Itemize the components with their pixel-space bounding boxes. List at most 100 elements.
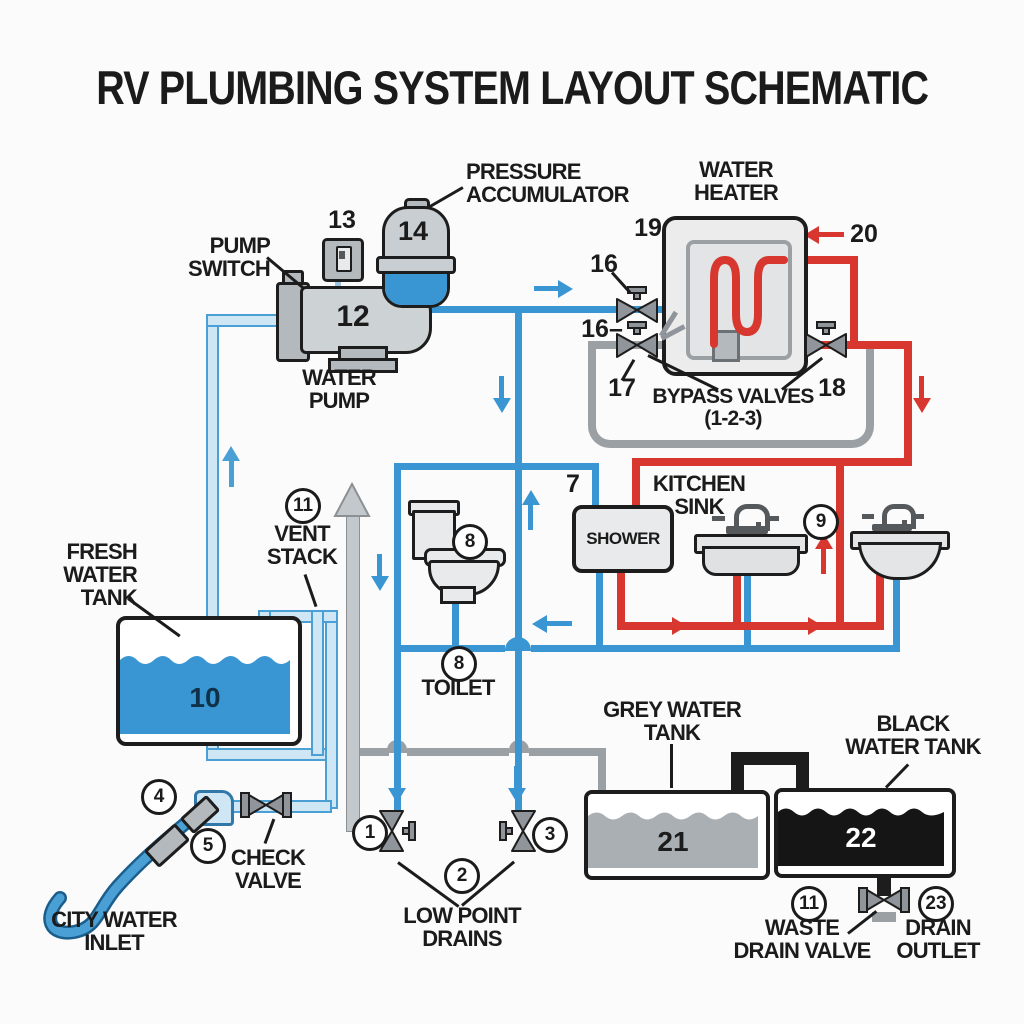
hot-top-v <box>850 256 858 349</box>
arrow-up-suction <box>222 446 240 461</box>
vent-stack-label: VENT STACK <box>266 521 338 570</box>
arrow-down-loop-left-shaft <box>377 554 382 578</box>
badge-11-vent: 11 <box>285 488 321 524</box>
kitchen-sink-basin <box>702 546 800 576</box>
label-16-upper: 16 <box>590 250 618 278</box>
check-valve-label: CHECK VALVE <box>230 845 306 894</box>
grey-water <box>588 812 758 868</box>
badge-8-toilet-label: 8 <box>441 646 477 682</box>
shower-drain-blue <box>596 568 603 652</box>
black-water <box>778 808 944 866</box>
cold-main-v <box>515 306 522 812</box>
badge-23: 23 <box>918 886 954 922</box>
arrow-down-drain1 <box>388 788 406 803</box>
kitchen-sink-label: KITCHEN SINK <box>652 471 746 520</box>
bath-faucet-deck <box>872 524 912 531</box>
arrow-up-hot-9-shaft <box>821 548 826 574</box>
badge-8-toilet-icon: 8 <box>452 524 488 560</box>
tank-bridge-right <box>796 752 809 794</box>
black-water-tank: 22 <box>774 788 956 878</box>
black-tank-number: 22 <box>845 822 877 853</box>
vent-stack-shaft <box>346 514 360 832</box>
fresh-tank-number: 10 <box>189 682 221 713</box>
low-point-drains-label: LOW POINT DRAINS <box>403 903 521 952</box>
waste-line-seg3 <box>529 748 606 756</box>
arrow-down-drain3 <box>508 788 526 803</box>
water-heater-label: WATER HEATER <box>693 157 779 206</box>
arrow-right-cold-main-shaft <box>534 286 560 291</box>
hot-main-h <box>798 341 912 349</box>
badge-1: 1 <box>352 815 388 851</box>
shower-box: SHOWER <box>572 505 674 573</box>
bath-faucet-handle-left <box>862 514 874 519</box>
page-title: RV PLUMBING SYSTEM LAYOUT SCHEMATIC <box>96 61 929 114</box>
pump-base <box>328 358 398 373</box>
tank-bridge-top <box>731 752 809 765</box>
check-valve-icon <box>240 792 292 818</box>
pump-switch-rocker <box>336 246 352 272</box>
accumulator-band <box>376 256 456 274</box>
pump-switch-label: PUMP SWITCH <box>188 233 271 282</box>
bath-hot-drop <box>876 572 884 630</box>
city-water-inlet-label: CITY WATER INLET <box>51 907 177 956</box>
pump-switch-wire <box>335 276 341 292</box>
pointer-accumulator <box>429 186 464 208</box>
bath-sink-basin <box>858 542 942 580</box>
arrow-down-cold-v <box>493 398 511 413</box>
hot-loop-bottom <box>632 458 912 466</box>
fresh-water-tank-label: FRESH WATER TANK <box>63 539 138 611</box>
heater-coil-icon <box>710 255 788 348</box>
label-16-lower: 16– <box>581 315 623 343</box>
arrow-right-hot-low2 <box>808 617 823 635</box>
kitchen-hot-drop <box>733 570 741 630</box>
cold-manifold-hop <box>505 637 531 651</box>
bath-cold-drop <box>893 572 900 652</box>
accumulator-number: 14 <box>397 216 429 246</box>
arrow-right-hot-low1 <box>672 617 687 635</box>
valve-16-upper-icon <box>616 286 658 323</box>
arrow-left-manifold-shaft <box>546 621 572 626</box>
pointer-grey-tank <box>670 744 673 788</box>
arrow-down-drain1-shaft <box>394 766 399 790</box>
hot-top-h <box>770 256 854 264</box>
label-19: 19 <box>634 214 662 242</box>
pressure-accumulator-label: PRESSURE ACCUMULATOR <box>466 159 630 208</box>
badge-2: 2 <box>444 858 480 894</box>
shower-label: SHOWER <box>586 529 660 548</box>
bypass-loop-pipe <box>588 348 874 448</box>
label-7: 7 <box>566 470 580 498</box>
arrow-right-cold-main <box>558 280 573 298</box>
toilet-drain-pipe <box>452 595 459 650</box>
arrow-up-loop <box>522 490 540 505</box>
hot-low-h <box>617 622 884 630</box>
cold-main-h <box>418 306 665 313</box>
bath-hot-branch <box>836 458 844 630</box>
bath-faucet-handle-right <box>912 514 924 519</box>
pump-number: 12 <box>336 300 370 333</box>
waste-line-seg2 <box>407 748 509 756</box>
shower-cold-supply <box>592 463 599 513</box>
badge-11-waste: 11 <box>791 886 827 922</box>
grey-water-tank: 21 <box>584 790 770 880</box>
hot-right-v <box>904 341 912 465</box>
badge-9: 9 <box>803 504 839 540</box>
cold-manifold-seg2 <box>531 645 898 652</box>
waste-drop-pipe <box>598 748 606 794</box>
valve-16-lower-icon <box>616 321 658 358</box>
badge-4: 4 <box>141 779 177 815</box>
pointer-black-tank <box>884 763 910 789</box>
arrow-down-cold-v-shaft <box>499 376 504 400</box>
fresh-water <box>120 656 290 734</box>
fresh-water-tank: 10 <box>116 616 302 746</box>
shower-hot-supply <box>632 458 640 513</box>
toilet-loop-left <box>394 463 401 813</box>
pump-suction-pipe <box>206 314 219 622</box>
tank-fill-pipe <box>311 610 324 756</box>
drain-outlet-stub <box>872 912 896 922</box>
waste-drain-valve-label: WASTE DRAIN VALVE <box>733 915 871 964</box>
pointer-check-valve <box>263 818 276 845</box>
valve-18-icon <box>805 321 847 358</box>
grey-water-tank-label: GREY WATER TANK <box>603 697 742 746</box>
badge-3: 3 <box>532 817 568 853</box>
arrow-up-suction-shaft <box>229 461 234 487</box>
